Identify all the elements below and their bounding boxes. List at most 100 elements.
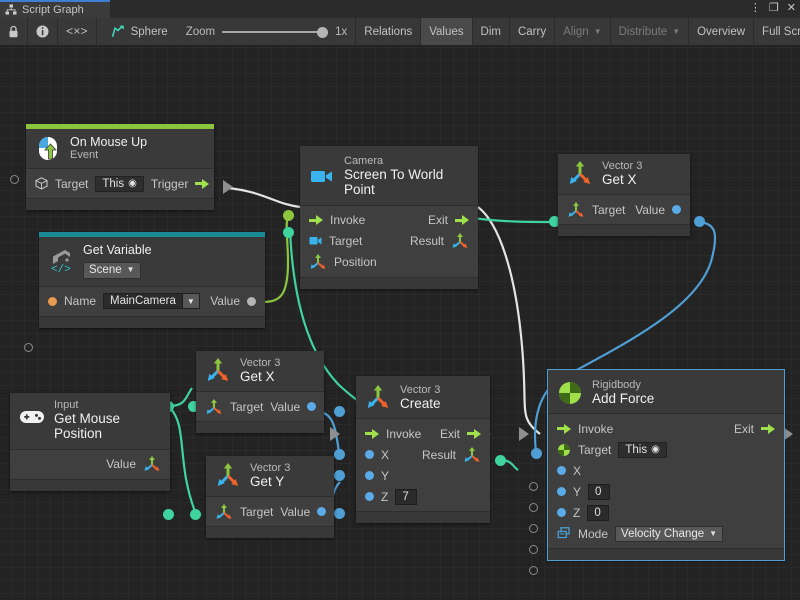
port-row-z[interactable]: Z 7 <box>356 486 490 507</box>
port-row-name[interactable]: Name MainCamera ▼ Value <box>39 291 265 312</box>
more-options-icon[interactable]: ⋮ <box>749 2 761 14</box>
toolbar-item-dim[interactable]: Dim <box>473 18 510 45</box>
graph-canvas[interactable]: On Mouse Up Event Target This ◉ <box>0 46 800 600</box>
y-value-field[interactable]: 0 <box>588 483 611 500</box>
node-vector3-get-x-top[interactable]: Vector 3 Get X Target <box>558 154 690 237</box>
node-title: Get X <box>240 369 275 385</box>
port-row-target[interactable]: Target Value <box>196 396 324 417</box>
toolbar-item-distribute[interactable]: Distribute ▼ <box>611 18 690 45</box>
node-get-variable[interactable]: </> Get Variable Scene ▼ <box>24 232 265 352</box>
toolbar-item-relations[interactable]: Relations <box>355 18 422 45</box>
z-value-field[interactable]: 0 <box>587 504 610 521</box>
node-side-handle[interactable] <box>529 503 538 512</box>
node-subtitle: Vector 3 <box>240 357 281 369</box>
port-row-invoke[interactable]: Invoke Exit <box>356 423 490 444</box>
port-row-value[interactable]: Value <box>10 454 170 475</box>
port-dot-value[interactable] <box>317 507 327 517</box>
node-vector3-create[interactable]: Vector 3 Create Invoke Exit <box>356 376 490 524</box>
vector3-port-icon[interactable] <box>205 398 223 415</box>
port-row-y[interactable]: Y 0 <box>548 481 784 502</box>
flow-out-icon[interactable] <box>761 423 775 434</box>
port-label: Exit <box>439 426 460 441</box>
node-vector3-get-y-left[interactable]: Vector 3 Get Y Target <box>206 456 334 539</box>
port-label: Exit <box>733 421 754 436</box>
port-row-y[interactable]: Y <box>356 465 490 486</box>
zoom-control[interactable]: Zoom 1x <box>178 18 356 45</box>
port-label: Y <box>573 484 582 499</box>
port-dot-value[interactable] <box>672 205 681 215</box>
node-side-handle[interactable] <box>529 545 538 554</box>
flow-in-icon[interactable] <box>557 423 571 434</box>
flow-in-icon[interactable] <box>309 215 323 226</box>
node-on-mouse-up[interactable]: On Mouse Up Event Target This ◉ <box>10 124 214 211</box>
flow-out-icon[interactable] <box>467 428 481 439</box>
port-row-target[interactable]: Target Result <box>300 231 478 252</box>
port-row-x[interactable]: X <box>548 460 784 481</box>
vector3-port-icon[interactable] <box>215 503 233 520</box>
port-row-invoke[interactable]: Invoke Exit <box>548 418 784 439</box>
toolbar-item-overview[interactable]: Overview <box>689 18 755 45</box>
close-icon[interactable]: ✕ <box>786 2 796 14</box>
port-row-target[interactable]: Target Value <box>206 501 334 522</box>
chevron-down-icon[interactable]: ▼ <box>181 294 199 309</box>
port-dot-z[interactable] <box>365 492 374 502</box>
port-dot-y[interactable] <box>365 471 374 481</box>
port-row-z[interactable]: Z 0 <box>548 502 784 523</box>
vector3-port-icon[interactable] <box>309 254 327 270</box>
vector3-port-icon[interactable] <box>567 201 585 218</box>
port-row-target[interactable]: Target Value <box>558 199 690 220</box>
node-input-get-mouse-position[interactable]: Input Get Mouse Position Value <box>10 393 170 491</box>
vector3-port-icon[interactable] <box>143 456 161 472</box>
port-dot-x[interactable] <box>557 466 566 476</box>
variable-scope-dropdown[interactable]: Scene ▼ <box>83 262 141 279</box>
port-dot-value[interactable] <box>247 296 256 306</box>
variable-name-combo[interactable]: MainCamera ▼ <box>103 293 200 310</box>
wire-endpoint-dot <box>334 508 345 519</box>
port-row-position[interactable]: Position <box>300 252 478 273</box>
node-side-handle[interactable] <box>529 566 538 575</box>
mode-dropdown[interactable]: Velocity Change ▼ <box>615 525 724 542</box>
flow-out-icon[interactable] <box>195 178 210 189</box>
z-value-field[interactable]: 7 <box>395 488 418 505</box>
svg-text:</>: </> <box>51 264 71 274</box>
target-this-field[interactable]: This ◉ <box>618 441 667 458</box>
port-dot-name[interactable] <box>48 296 57 306</box>
maximize-icon[interactable]: ❐ <box>768 2 779 14</box>
port-row-target[interactable]: Target This ◉ <box>548 439 784 460</box>
toolbar-item-full-screen[interactable]: Full Screen <box>754 18 800 45</box>
toolbar-item-carry[interactable]: Carry <box>510 18 556 45</box>
port-dot-x[interactable] <box>365 450 374 460</box>
port-dot-y[interactable] <box>557 487 566 497</box>
port-dot-z[interactable] <box>557 508 566 518</box>
node-camera-screen-to-world-point[interactable]: Camera Screen To World Point Invoke Exit <box>300 146 478 289</box>
vector3-port-icon[interactable] <box>463 446 481 463</box>
node-side-handle[interactable] <box>10 175 19 184</box>
node-side-handle[interactable] <box>24 343 33 352</box>
chevron-down-icon: ▼ <box>672 27 681 36</box>
port-dot-value[interactable] <box>307 402 317 412</box>
lock-button[interactable] <box>0 18 28 45</box>
port-row-target[interactable]: Target This ◉ Trigger <box>26 173 214 194</box>
tab-script-graph[interactable]: Script Graph <box>0 0 110 18</box>
info-button[interactable] <box>28 18 58 45</box>
node-side-handle[interactable] <box>529 524 538 533</box>
port-row-invoke[interactable]: Invoke Exit <box>300 210 478 231</box>
graph-object-chip[interactable]: Sphere <box>97 18 178 45</box>
node-rigidbody-add-force[interactable]: Rigidbody Add Force Invoke Exit <box>529 368 785 575</box>
window-titlebar: Script Graph ⋮ ❐ ✕ <box>0 0 800 18</box>
code-button[interactable]: <×> <box>58 18 97 45</box>
zoom-slider[interactable] <box>222 26 329 38</box>
toolbar-item-align[interactable]: Align ▼ <box>555 18 611 45</box>
zoom-slider-knob[interactable] <box>317 26 329 38</box>
port-row-x[interactable]: X Result <box>356 444 490 465</box>
target-this-field[interactable]: This ◉ <box>95 175 144 192</box>
flow-out-icon[interactable] <box>455 215 469 226</box>
flow-in-icon[interactable] <box>365 428 379 439</box>
port-row-mode[interactable]: Mode Velocity Change ▼ <box>548 523 784 544</box>
node-vector3-get-x-left[interactable]: Vector 3 Get X Target <box>196 351 324 434</box>
node-side-handle[interactable] <box>529 482 538 491</box>
node-body: Invoke Exit Target <box>548 413 784 549</box>
node-titles: Vector 3 Create <box>400 384 441 411</box>
toolbar-item-values[interactable]: Values <box>421 18 473 45</box>
vector3-port-icon[interactable] <box>451 233 469 249</box>
